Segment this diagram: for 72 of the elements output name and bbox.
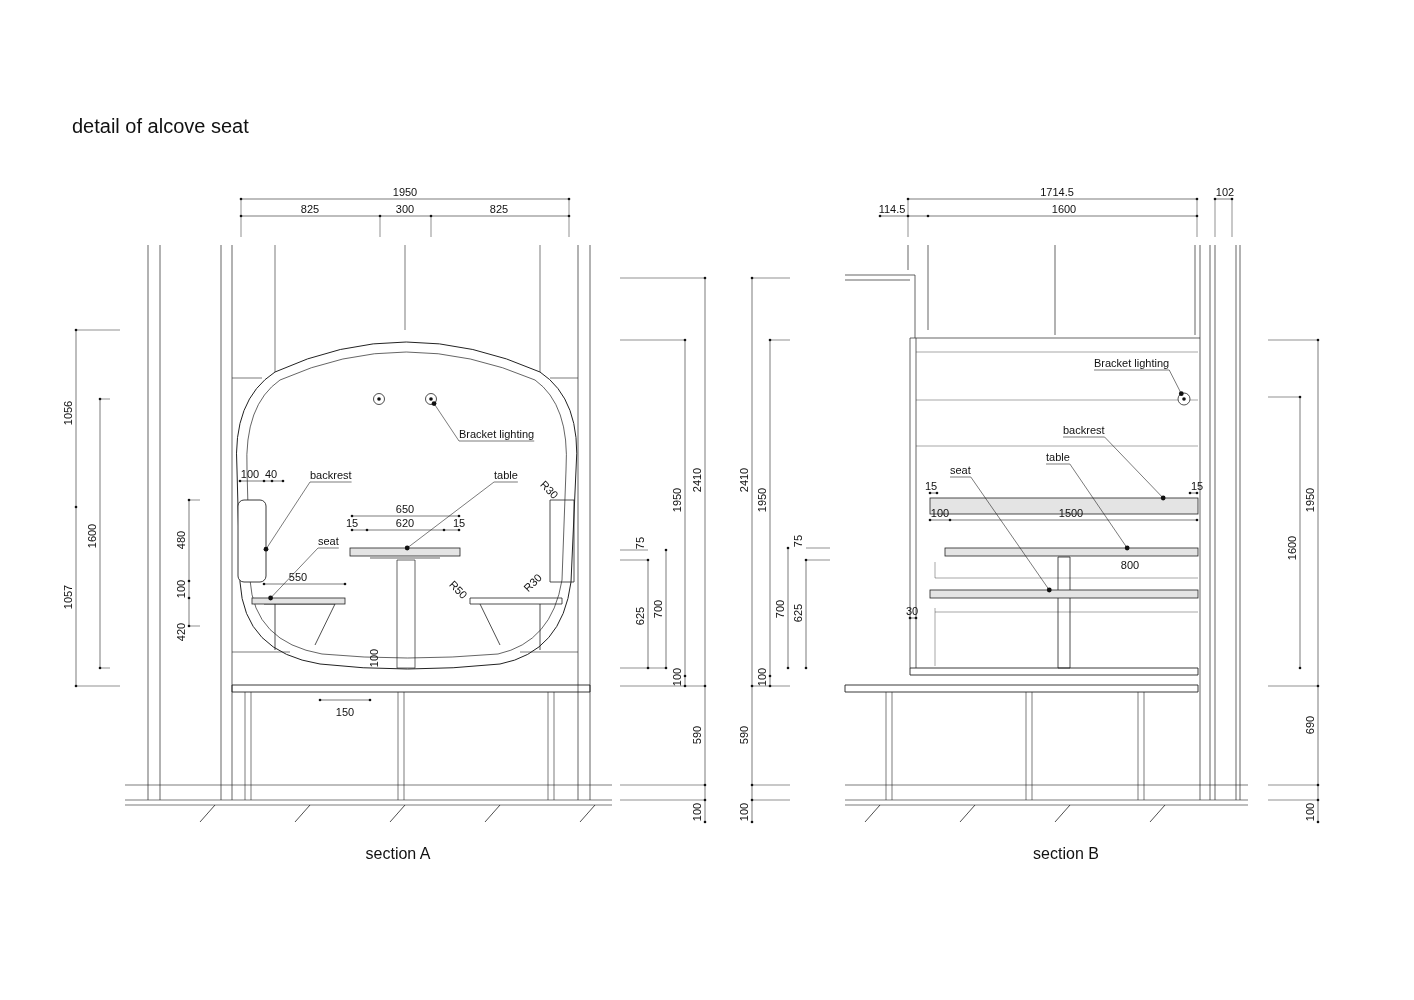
dimension-text: 1600 [85, 523, 99, 549]
dimension-text: 620 [395, 516, 415, 530]
dimension-text: 2410 [737, 467, 751, 493]
dimension-text: 102 [1215, 185, 1235, 199]
dimension-text: 550 [288, 570, 308, 584]
callout-text: table [494, 469, 518, 482]
dimension-text: 100 [367, 648, 381, 668]
dimension-text: 2410 [690, 467, 704, 493]
callout-text: seat [950, 464, 971, 477]
radius-text: R30 [537, 478, 561, 502]
dimension-text: 625 [791, 603, 805, 623]
dimension-text: 15 [924, 479, 938, 493]
dimension-text: 100 [737, 802, 751, 822]
drawing-title: detail of alcove seat [72, 114, 249, 138]
dimension-text: 75 [633, 536, 647, 550]
dimension-text: 100 [240, 467, 260, 481]
dimension-text: 590 [690, 725, 704, 745]
dimension-text: 1714.5 [1040, 185, 1074, 199]
dimension-text: 100 [755, 667, 769, 687]
light-fixture [1177, 392, 1191, 406]
dimension-text: 700 [651, 599, 665, 619]
callout-text: table [1046, 451, 1070, 464]
callout-text: Bracket lighting [459, 428, 535, 441]
callout-text: seat [318, 535, 339, 548]
radius-text: R30 [521, 571, 545, 595]
light-fixture [425, 393, 437, 405]
backrest-cushion [237, 499, 267, 583]
dimension-text: 1950 [670, 487, 684, 513]
dimension-text: 1057 [61, 584, 75, 610]
backrest-cushion [929, 497, 1199, 515]
dimension-text: 150 [335, 705, 355, 719]
table-top [349, 547, 461, 557]
section-caption: section B [1033, 843, 1099, 863]
dimension-text: 30 [905, 604, 919, 618]
dimension-text: 100 [174, 579, 188, 599]
light-fixture [373, 393, 385, 405]
dimension-text: 825 [489, 202, 509, 216]
dimension-text: 100 [690, 802, 704, 822]
dimension-text: 650 [395, 502, 415, 516]
dimension-text: 480 [174, 530, 188, 550]
dimension-text: 100 [1303, 802, 1317, 822]
dimension-text: 590 [737, 725, 751, 745]
dimension-text: 40 [264, 467, 278, 481]
dimension-text: 1950 [755, 487, 769, 513]
dimension-text: 800 [1120, 558, 1140, 572]
dimension-text: 100 [670, 667, 684, 687]
radius-text: R50 [446, 578, 470, 602]
dimension-text: 1950 [1303, 487, 1317, 513]
dimension-text: 1600 [1285, 535, 1299, 561]
dimension-text: 1500 [1058, 506, 1084, 520]
dimension-text: 1056 [61, 400, 75, 426]
dimension-text: 700 [773, 599, 787, 619]
dimension-text: 625 [633, 606, 647, 626]
section-caption: section A [365, 843, 431, 863]
callout-text: backrest [310, 469, 352, 482]
dimension-text: 15 [345, 516, 359, 530]
callout-text: Bracket lighting [1094, 357, 1170, 370]
table-top [944, 547, 1199, 557]
dimension-text: 690 [1303, 715, 1317, 735]
seat-board [251, 597, 346, 605]
dimension-text: 1950 [392, 185, 418, 199]
dimension-text: 1600 [1051, 202, 1077, 216]
dimension-text: 100 [930, 506, 950, 520]
dimension-text: 114.5 [878, 202, 906, 216]
dimension-text: 15 [452, 516, 466, 530]
callout-text: backrest [1063, 424, 1105, 437]
dimension-text: 75 [791, 534, 805, 548]
dimension-text: 300 [395, 202, 415, 216]
dimension-text: 420 [174, 622, 188, 642]
dimension-text: 15 [1190, 479, 1204, 493]
dimension-text: 825 [300, 202, 320, 216]
seat-board [929, 589, 1199, 599]
